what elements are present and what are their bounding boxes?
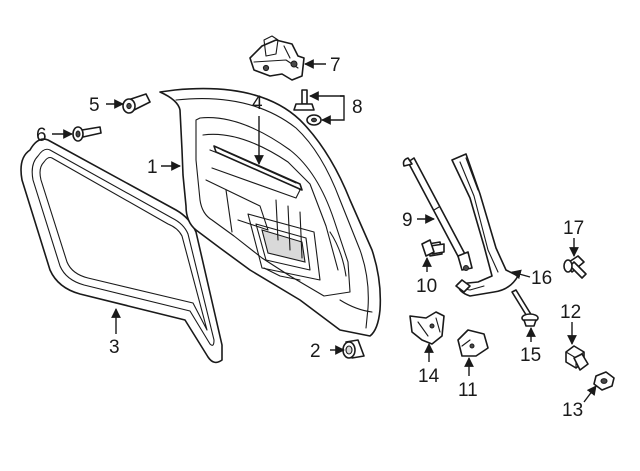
leader-8a: [321, 95, 345, 125]
callout-15: 15: [520, 345, 541, 366]
callout-11: 11: [458, 380, 478, 401]
pin: [511, 289, 539, 327]
bolt-and-nut: [293, 89, 322, 126]
callout-3: 3: [109, 337, 120, 358]
bolt: [421, 239, 445, 257]
callout-6: 6: [36, 125, 47, 146]
callout-5: 5: [89, 95, 100, 116]
callout-14: 14: [418, 366, 440, 387]
callout-8: 8: [352, 97, 363, 118]
callout-9: 9: [402, 210, 413, 231]
leader-16: [511, 269, 531, 280]
callout-13: 13: [562, 400, 583, 421]
callout-16: 16: [531, 268, 552, 289]
leader-13: [583, 385, 597, 403]
trim-strip: [213, 145, 303, 191]
callout-12: 12: [560, 302, 581, 323]
bolt-flanged: [565, 345, 589, 371]
bracket: [409, 311, 445, 345]
hinge: [249, 35, 305, 81]
lift-support-strut: [402, 157, 473, 271]
callout-17: 17: [563, 218, 584, 239]
hinge-arm: [451, 153, 519, 297]
callout-4: 4: [252, 93, 263, 114]
leader-lines: [52, 59, 597, 403]
callout-7: 7: [330, 55, 341, 76]
callout-labels: 1 2 3 4 5 6 7 8 9 10 11 12 13 14 15 16 1…: [36, 55, 584, 421]
callout-2: 2: [310, 341, 321, 362]
cover-plate: [457, 329, 489, 357]
bumper-cushion: [342, 339, 365, 359]
screw: [72, 126, 102, 142]
bumper-stop: [122, 93, 151, 114]
callout-10: 10: [416, 276, 437, 297]
weatherstrip-seal: [20, 138, 223, 364]
nut: [593, 371, 615, 391]
callout-1: 1: [147, 157, 158, 178]
push-clip: [563, 255, 587, 279]
